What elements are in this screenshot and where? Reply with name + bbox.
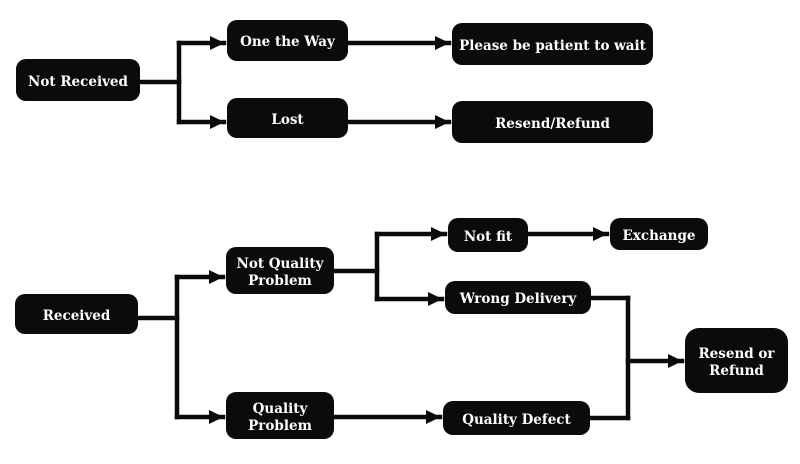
node-one-the-way: One the Way — [227, 20, 348, 61]
node-not-fit-label: Not fit — [463, 228, 513, 245]
node-received-label: Received — [42, 307, 111, 324]
node-resend-refund-label: Resend/Refund — [495, 115, 610, 132]
node-resend-or-refund: Resend or Refund — [685, 328, 788, 393]
node-quality-problem: Quality Problem — [226, 392, 334, 439]
node-lost: Lost — [227, 98, 348, 138]
node-not-received-label: Not Received — [28, 73, 128, 90]
node-not-quality-problem-label: Not Quality Problem — [236, 255, 324, 289]
node-resend-refund: Resend/Refund — [452, 101, 653, 143]
node-not-quality-problem: Not Quality Problem — [226, 247, 334, 294]
node-one-the-way-label: One the Way — [240, 34, 335, 50]
node-resend-or-refund-label: Resend or Refund — [698, 345, 775, 379]
node-wrong-delivery: Wrong Delivery — [445, 281, 591, 314]
node-please-be-patient-label: Please be patient to wait — [459, 37, 646, 54]
node-not-received: Not Received — [16, 59, 140, 101]
node-wrong-delivery-label: Wrong Delivery — [459, 291, 577, 307]
node-quality-defect-label: Quality Defect — [462, 411, 571, 428]
node-please-be-patient: Please be patient to wait — [452, 23, 653, 65]
node-exchange-label: Exchange — [622, 227, 696, 244]
node-quality-defect: Quality Defect — [443, 401, 590, 435]
node-exchange: Exchange — [610, 218, 708, 250]
node-received: Received — [15, 294, 138, 334]
node-not-fit: Not fit — [448, 218, 528, 252]
node-lost-label: Lost — [271, 111, 304, 128]
node-quality-problem-label: Quality Problem — [248, 400, 312, 434]
